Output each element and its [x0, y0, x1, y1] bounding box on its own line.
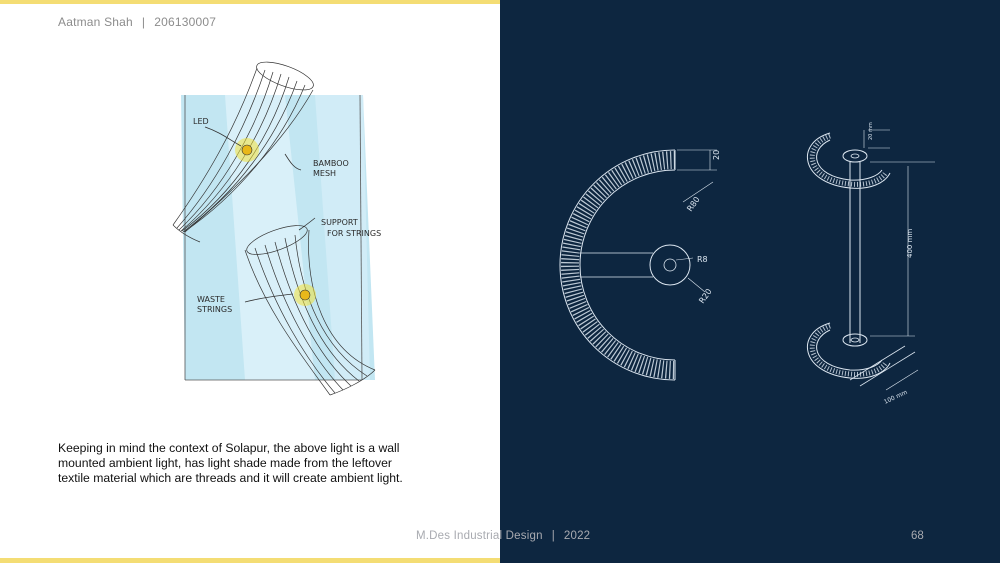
- top-arm-outer: [806, 132, 891, 189]
- front-technical-drawing: 20 R80 R8 R20: [559, 149, 721, 381]
- dim-label-r8: R8: [697, 255, 708, 264]
- bottom-hub: [842, 333, 868, 347]
- author-name: Aatman Shah: [58, 15, 133, 29]
- dim-label-top: 20 mm: [868, 122, 874, 140]
- label-waste-line1: WASTE: [197, 295, 225, 304]
- upper-led: [241, 144, 253, 156]
- upper-shade: [172, 61, 314, 243]
- dim-label-r20: R20: [697, 287, 713, 305]
- mesh-band: [561, 151, 676, 379]
- dim-leader-r80: [682, 181, 714, 203]
- lamp-concept-sketch: LED BAMBOO MESH SUPPORT FOR STRINGS WAST…: [172, 61, 381, 396]
- hub-inner: [663, 258, 677, 272]
- top-hub-hole: [850, 153, 860, 159]
- dim-line-depth: [885, 369, 919, 391]
- author-header: Aatman Shah | 206130007: [58, 15, 216, 29]
- bottom-accent-rule: [0, 558, 500, 563]
- footer-separator: |: [551, 530, 555, 542]
- waste-leader: [244, 293, 294, 303]
- label-support-line1: SUPPORT: [321, 218, 358, 227]
- base-line: [849, 345, 906, 381]
- sketch-wall-edge: [359, 94, 363, 381]
- program-year: 2022: [563, 530, 591, 542]
- description-line: textile material which are threads and i…: [58, 471, 403, 485]
- sketch-backdrop-light: [225, 95, 315, 380]
- bottom-hub-hole: [850, 337, 860, 343]
- lower-shade: [244, 225, 376, 396]
- inner-arc: [579, 169, 676, 361]
- description-line: Keeping in mind the context of Solapur, …: [58, 441, 400, 455]
- description-line: mounted ambient light, has light shade m…: [58, 456, 392, 470]
- label-bamboo-line2: MESH: [313, 169, 336, 178]
- right-panel: [500, 0, 1000, 563]
- label-support-line2: FOR STRINGS: [327, 229, 381, 238]
- bottom-arm-outer: [806, 322, 891, 379]
- description-text: Keeping in mind the context of Solapur, …: [58, 441, 428, 486]
- label-waste-line2: STRINGS: [197, 305, 232, 314]
- top-arm-inner: [816, 139, 883, 181]
- lower-led: [299, 289, 311, 301]
- bamboo-leader: [284, 153, 302, 171]
- sketch-backdrop-light: [315, 95, 370, 380]
- side-technical-drawing: 20 mm 400 mm 100 mm: [806, 122, 935, 406]
- top-mesh: [809, 133, 889, 187]
- dim-leader-r8: [675, 257, 694, 261]
- label-led: LED: [193, 117, 209, 126]
- bottom-mesh: [809, 323, 889, 377]
- dim-label-r80: R80: [685, 195, 701, 213]
- outer-arc: [559, 149, 676, 381]
- support-leader: [298, 217, 316, 231]
- hub-outer: [649, 244, 691, 286]
- dim-label-depth: 100 mm: [883, 389, 909, 406]
- roll-number: 206130007: [154, 15, 217, 29]
- bottom-arm-inner: [816, 329, 883, 371]
- dim-leader-r20: [687, 277, 706, 293]
- base-line: [859, 351, 916, 387]
- dim-label-height: 400 mm: [906, 229, 914, 258]
- program-name: M.Des Industrial Design: [416, 530, 543, 542]
- page-number: 68: [911, 530, 924, 542]
- header-separator: |: [141, 15, 146, 29]
- led-leader: [204, 126, 242, 147]
- footer-program: M.Des Industrial Design | 2022: [416, 530, 590, 542]
- top-accent-rule: [0, 0, 500, 4]
- dim-label-thickness: 20: [712, 150, 721, 160]
- label-bamboo-line1: BAMBOO: [313, 159, 349, 168]
- top-hub: [842, 149, 868, 163]
